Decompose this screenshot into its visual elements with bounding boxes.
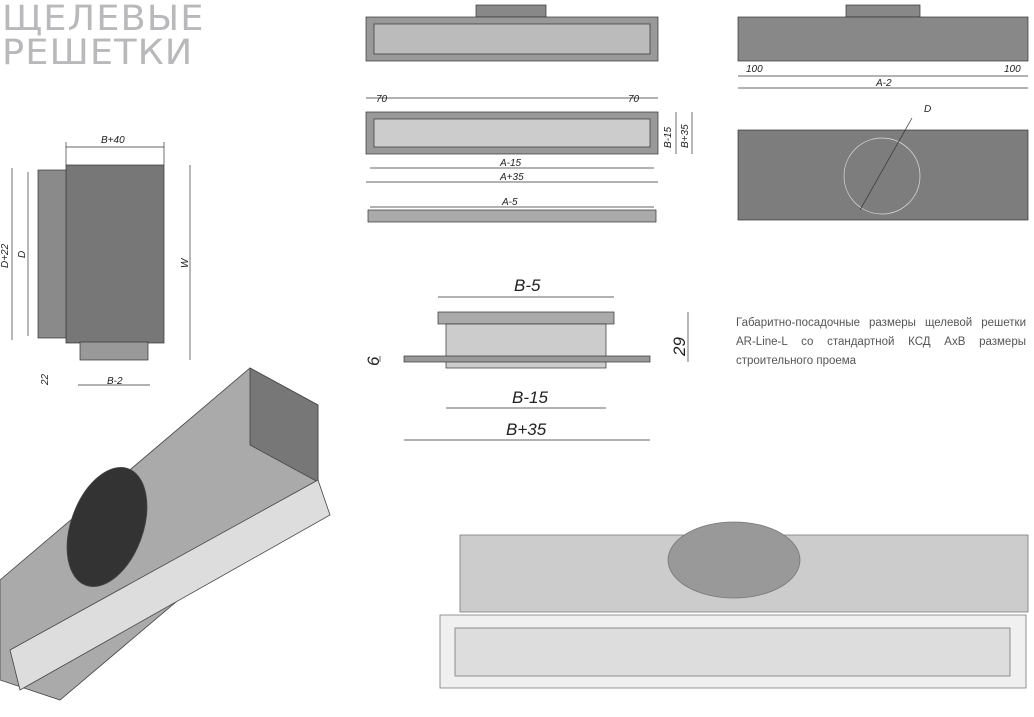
dim-label: B-5 (514, 276, 541, 295)
dim-label: A-5 (502, 197, 518, 208)
dim-label: 22 (40, 373, 51, 385)
dim-label: D+22 (0, 243, 11, 268)
dim-label: A-15 (500, 158, 522, 169)
dim-label: 100 (746, 64, 763, 75)
dim-label: 100 (1004, 64, 1021, 75)
dim-label: 29 (670, 337, 689, 356)
dim-label: B+40 (101, 135, 125, 146)
section-drawing (379, 296, 689, 441)
dim-label: B-15 (512, 388, 548, 407)
dim-label: D (924, 104, 932, 115)
dim-label: W (180, 258, 191, 268)
dim-label: B-2 (107, 376, 123, 387)
dim-label: A-2 (876, 78, 892, 89)
front-view-drawing (365, 4, 693, 223)
dim-label: B+35 (506, 420, 547, 439)
dim-label: B+35 (680, 124, 691, 148)
side-view-drawing (11, 142, 191, 386)
caption-text: Габаритно-посадочные размеры щелевой реш… (736, 317, 1026, 367)
box-view-drawing (737, 4, 1029, 221)
dim-label: A+35 (500, 172, 524, 183)
dim-label: 70 (628, 94, 640, 105)
dim-label: 70 (376, 94, 388, 105)
iso-view-left (0, 367, 331, 701)
dim-label: B-15 (663, 126, 674, 148)
dim-label: D (17, 250, 28, 258)
dim-label: 6 (364, 356, 383, 366)
iso-view-right (439, 521, 1029, 689)
